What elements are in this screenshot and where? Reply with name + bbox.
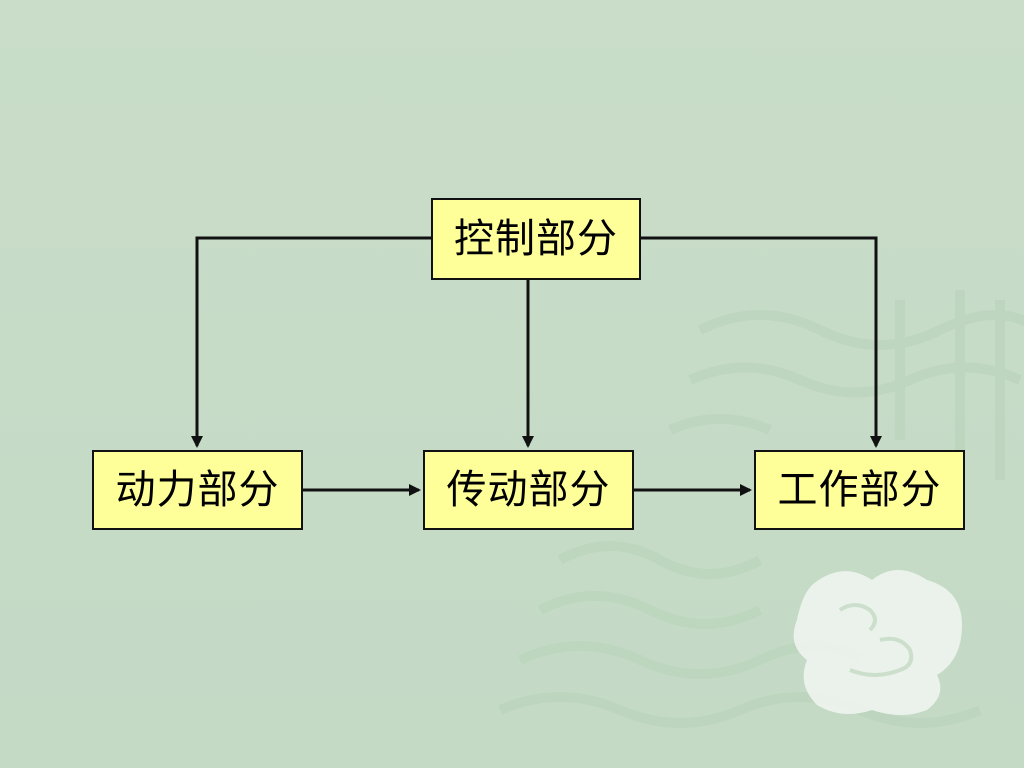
- arrow-control-to-work: [641, 236, 882, 448]
- node-transmission-label: 传动部分: [446, 467, 611, 513]
- node-power: 动力部分: [92, 450, 303, 530]
- node-transmission: 传动部分: [423, 450, 634, 530]
- dragon-watermark-icon: [793, 570, 962, 715]
- node-work: 工作部分: [754, 450, 965, 530]
- arrow-control-to-power: [191, 236, 431, 448]
- node-power-label: 动力部分: [115, 467, 280, 513]
- node-control: 控制部分: [431, 198, 641, 280]
- node-control-label: 控制部分: [454, 216, 618, 262]
- node-work-label: 工作部分: [777, 467, 942, 513]
